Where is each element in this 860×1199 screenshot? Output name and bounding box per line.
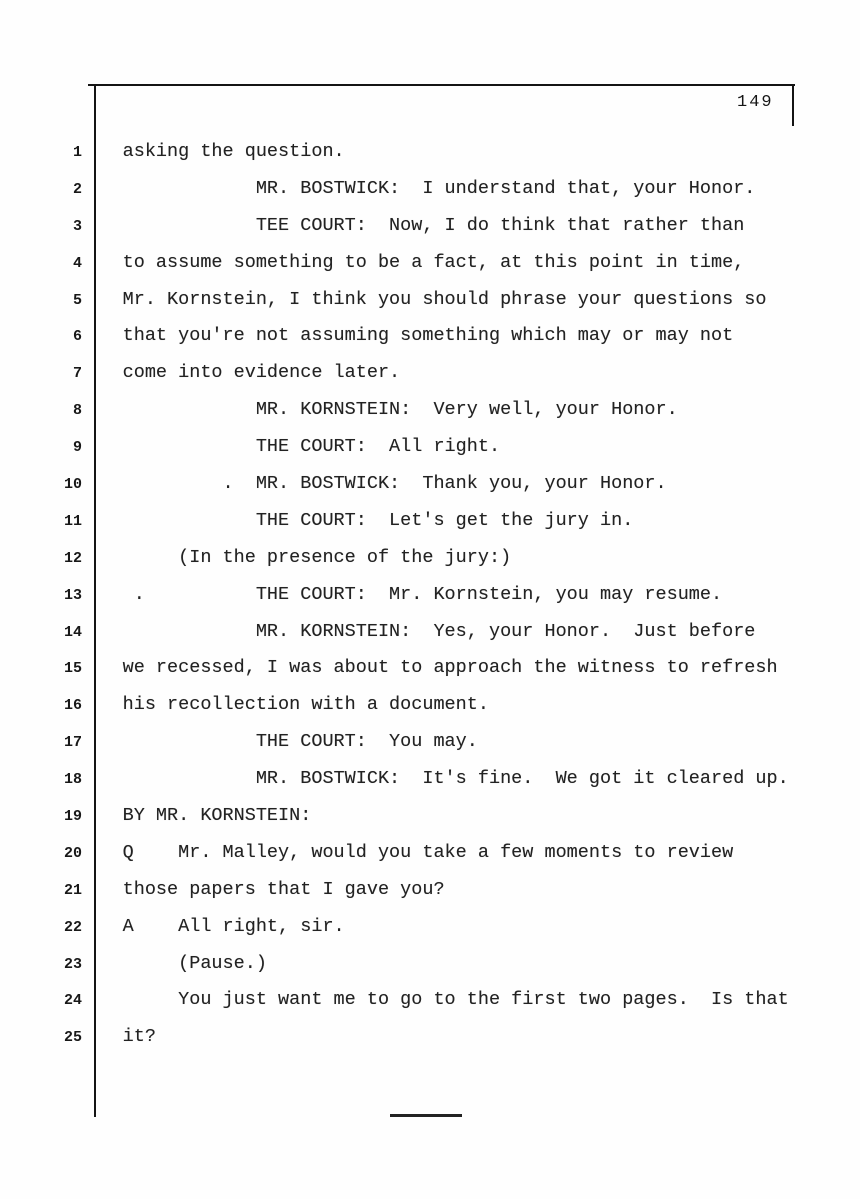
line-number: 10 (63, 476, 82, 494)
line-number: 5 (72, 291, 82, 309)
line-number: 2 (72, 180, 82, 198)
transcript-line: 21 those papers that I gave you? (58, 872, 818, 909)
line-number: 11 (63, 512, 82, 530)
line-text: You just want me to go to the first two … (122, 989, 789, 1011)
line-number: 17 (63, 734, 82, 752)
transcript-line: 13 . THE COURT: Mr. Kornstein, you may r… (58, 577, 818, 614)
line-text: his recollection with a document. (122, 694, 489, 716)
transcript-line: 11 THE COURT: Let's get the jury in. (58, 503, 818, 540)
line-text: A All right, sir. (122, 915, 345, 937)
line-text: Q Mr. Malley, would you take a few momen… (122, 841, 734, 863)
transcript-line: 15 we recessed, I was about to approach … (58, 650, 818, 687)
line-text: MR. BOSTWICK: I understand that, your Ho… (122, 177, 756, 199)
line-text: (In the presence of the jury:) (122, 546, 512, 568)
line-text: those papers that I gave you? (122, 878, 445, 900)
transcript-line: 12 (In the presence of the jury:) (58, 540, 818, 577)
line-text: to assume something to be a fact, at thi… (122, 251, 745, 273)
line-number: 15 (63, 660, 82, 678)
line-number: 9 (72, 439, 82, 457)
line-number: 18 (63, 771, 82, 789)
line-number: 3 (72, 217, 82, 235)
transcript-line: 3 TEE COURT: Now, I do think that rather… (58, 208, 818, 245)
line-text: Mr. Kornstein, I think you should phrase… (122, 288, 767, 310)
transcript-line: 5 Mr. Kornstein, I think you should phra… (58, 282, 818, 319)
page-number: 149 (737, 93, 774, 112)
line-number: 21 (63, 881, 82, 899)
transcript-line: 17 THE COURT: You may. (58, 724, 818, 761)
line-number: 12 (63, 549, 82, 567)
transcript-line: 8 MR. KORNSTEIN: Very well, your Honor. (58, 392, 818, 429)
transcript-line: 19 BY MR. KORNSTEIN: (58, 798, 818, 835)
line-number: 8 (72, 402, 82, 420)
line-number: 6 (72, 328, 82, 346)
line-number: 13 (63, 586, 82, 604)
line-number: 24 (63, 992, 82, 1010)
line-number: 25 (63, 1029, 82, 1047)
line-text: THE COURT: You may. (122, 731, 478, 753)
line-number: 1 (72, 144, 82, 161)
transcript-line: 9 THE COURT: All right. (58, 429, 818, 466)
transcript-line: 18 MR. BOSTWICK: It's fine. We got it cl… (58, 761, 818, 798)
line-text: TEE COURT: Now, I do think that rather t… (122, 214, 745, 236)
transcript-lines: 1 asking the question. 2 MR. BOSTWICK: I… (58, 134, 818, 1056)
transcript-line: 16 his recollection with a document. (58, 687, 818, 724)
line-text: asking the question. (122, 141, 345, 162)
line-text: MR. KORNSTEIN: Very well, your Honor. (122, 399, 678, 421)
transcript-line: 14 MR. KORNSTEIN: Yes, your Honor. Just … (58, 614, 818, 651)
line-text: (Pause.) (122, 952, 267, 974)
line-text: that you're not assuming something which… (122, 325, 734, 347)
line-text: THE COURT: All right. (122, 436, 501, 458)
transcript-line: 4 to assume something to be a fact, at t… (58, 245, 818, 282)
line-text: BY MR. KORNSTEIN: (122, 805, 312, 827)
transcript-line: 20 Q Mr. Malley, would you take a few mo… (58, 835, 818, 872)
line-text: MR. BOSTWICK: It's fine. We got it clear… (122, 768, 789, 790)
line-number: 20 (63, 844, 82, 862)
line-number: 19 (63, 808, 82, 826)
line-number: 16 (63, 697, 82, 715)
page-border-left (94, 84, 96, 1117)
line-text: we recessed, I was about to approach the… (122, 657, 778, 679)
transcript-line: 1 asking the question. (58, 134, 818, 171)
line-number: 14 (63, 623, 82, 641)
line-text: it? (122, 1026, 156, 1048)
page-border-right (792, 84, 794, 126)
transcript-line: 22 A All right, sir. (58, 909, 818, 946)
line-text: THE COURT: Let's get the jury in. (122, 509, 634, 531)
line-text: come into evidence later. (122, 362, 401, 384)
page-border-bottom (390, 1114, 462, 1117)
transcript-line: 6 that you're not assuming something whi… (58, 318, 818, 355)
transcript-line: 2 MR. BOSTWICK: I understand that, your … (58, 171, 818, 208)
transcript-line: 23 (Pause.) (58, 946, 818, 983)
transcript-line: 10 . MR. BOSTWICK: Thank you, your Honor… (58, 466, 818, 503)
line-text: . MR. BOSTWICK: Thank you, your Honor. (122, 473, 667, 495)
page-border-top (88, 84, 795, 86)
transcript-line: 24 You just want me to go to the first t… (58, 982, 818, 1019)
line-number: 7 (72, 365, 82, 383)
transcript-line: 7 come into evidence later. (58, 355, 818, 392)
line-number: 4 (72, 254, 82, 272)
line-text: MR. KORNSTEIN: Yes, your Honor. Just bef… (122, 620, 756, 642)
line-number: 23 (63, 955, 82, 973)
line-text: . THE COURT: Mr. Kornstein, you may resu… (122, 583, 723, 605)
line-number: 22 (63, 918, 82, 936)
transcript-line: 25 it? (58, 1019, 818, 1056)
